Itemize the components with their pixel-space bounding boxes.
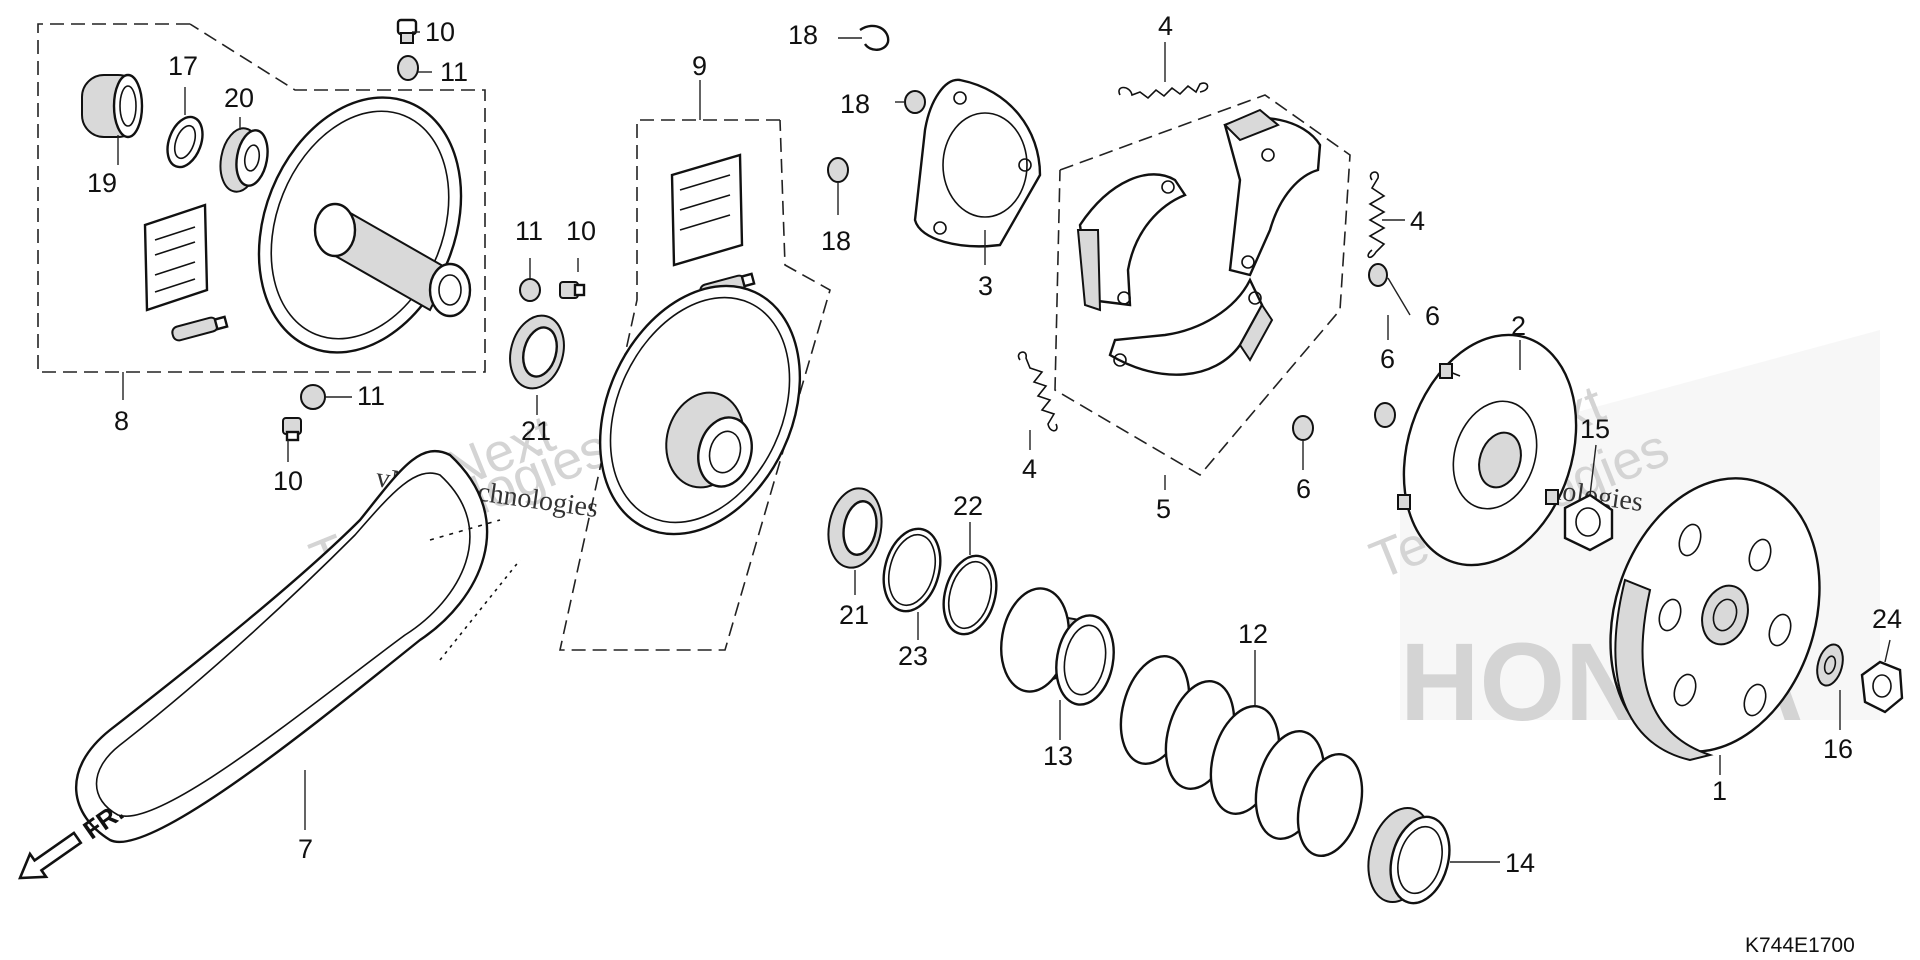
part-3-plate bbox=[913, 78, 1042, 248]
instruction-card-9 bbox=[670, 153, 744, 267]
part-5-clutch-shoe-upper bbox=[1076, 173, 1187, 312]
callout-11-low: 11 bbox=[357, 381, 385, 411]
part-1-clutch-outer bbox=[1609, 477, 1821, 762]
callout-9: 9 bbox=[692, 51, 707, 81]
callout-15: 15 bbox=[1580, 414, 1610, 444]
callout-21-lower: 21 bbox=[839, 600, 869, 630]
part-13-spring-collar bbox=[1000, 587, 1115, 706]
part-17-circlip bbox=[166, 115, 204, 169]
part-2-drive-plate bbox=[1397, 333, 1578, 567]
part-22-o-ring bbox=[942, 554, 998, 636]
part-12-driven-spring bbox=[1119, 655, 1364, 858]
part-24-nut bbox=[1860, 660, 1904, 714]
callout-6-top: 6 bbox=[1425, 301, 1440, 331]
callout-11-top: 11 bbox=[440, 57, 468, 87]
callout-21-upper: 21 bbox=[521, 416, 551, 446]
callout-labels: 1 2 3 4 4 4 5 6 6 6 7 8 9 10 10 10 11 11… bbox=[87, 11, 1902, 878]
callout-13: 13 bbox=[1043, 741, 1073, 771]
part-20-bearing bbox=[219, 127, 269, 193]
part-14-seal-collar bbox=[1367, 806, 1451, 905]
part-5-clutch-shoe-right bbox=[1223, 108, 1322, 277]
callout-18-top: 18 bbox=[788, 20, 818, 50]
callout-4-left: 4 bbox=[1022, 454, 1037, 484]
part-6-collar-top bbox=[1368, 263, 1388, 287]
callout-16: 16 bbox=[1823, 734, 1853, 764]
callout-18-mid: 18 bbox=[840, 89, 870, 119]
instruction-card-8 bbox=[143, 203, 209, 312]
callout-8: 8 bbox=[114, 406, 129, 436]
callout-5: 5 bbox=[1156, 494, 1171, 524]
callout-19: 19 bbox=[87, 168, 117, 198]
callout-22: 22 bbox=[953, 491, 983, 521]
callout-4-right: 4 bbox=[1410, 206, 1425, 236]
part-6-collar-low bbox=[1292, 415, 1314, 441]
part-9-driven-face bbox=[598, 284, 802, 536]
part-21-oil-seal-lower bbox=[827, 487, 883, 569]
front-direction-arrow-icon bbox=[18, 831, 83, 880]
part-23-o-ring bbox=[882, 527, 942, 613]
part-11-nut-top bbox=[397, 55, 419, 81]
assembly-outline-5 bbox=[1054, 94, 1351, 477]
front-direction-arrow: FR. bbox=[18, 797, 129, 880]
grease-tube-icon bbox=[171, 315, 229, 342]
part-18-clip-top bbox=[859, 24, 890, 51]
part-8-drive-face bbox=[257, 96, 472, 354]
callout-24: 24 bbox=[1872, 604, 1902, 634]
assembly-outline-9 bbox=[559, 119, 831, 651]
part-7-drive-belt bbox=[74, 449, 521, 844]
callout-14: 14 bbox=[1505, 848, 1535, 878]
callout-7: 7 bbox=[298, 834, 313, 864]
part-16-washer bbox=[1816, 643, 1844, 687]
part-18-clip-mid bbox=[904, 90, 926, 114]
assembly-outline-8 bbox=[37, 23, 486, 373]
callout-11-mid: 11 bbox=[515, 216, 543, 246]
callout-12: 12 bbox=[1238, 619, 1268, 649]
leader-lines bbox=[117, 31, 1891, 863]
part-4-spring-top bbox=[1118, 82, 1209, 100]
callout-10-top: 10 bbox=[425, 17, 455, 47]
part-10-bolt-low bbox=[282, 417, 302, 442]
part-6-collar-mid bbox=[1374, 402, 1396, 428]
part-10-bolt-top bbox=[396, 18, 418, 44]
callout-17: 17 bbox=[168, 51, 198, 81]
callout-3: 3 bbox=[978, 271, 993, 301]
part-21-oil-seal-upper bbox=[509, 314, 565, 390]
diagram-code: K744E1700 bbox=[1745, 934, 1855, 957]
part-11-nut-low bbox=[300, 384, 326, 410]
part-10-bolt-mid bbox=[559, 281, 586, 299]
callout-18-low: 18 bbox=[821, 226, 851, 256]
part-5-clutch-shoe-lower bbox=[1108, 277, 1274, 376]
callout-6-mid: 6 bbox=[1380, 344, 1395, 374]
callout-10-low: 10 bbox=[273, 466, 303, 496]
part-19-bearing bbox=[81, 73, 144, 139]
part-11-nut-mid bbox=[519, 278, 541, 302]
callout-20: 20 bbox=[224, 83, 254, 113]
callout-23: 23 bbox=[898, 641, 928, 671]
part-18-clip-low bbox=[827, 157, 849, 183]
part-4-spring-left bbox=[1017, 351, 1058, 432]
callout-1: 1 bbox=[1712, 776, 1727, 806]
callout-2: 2 bbox=[1511, 311, 1526, 341]
callout-6-low: 6 bbox=[1296, 474, 1311, 504]
callout-4-top: 4 bbox=[1158, 11, 1173, 41]
callout-10-mid: 10 bbox=[566, 216, 596, 246]
part-4-spring-right bbox=[1367, 171, 1386, 259]
